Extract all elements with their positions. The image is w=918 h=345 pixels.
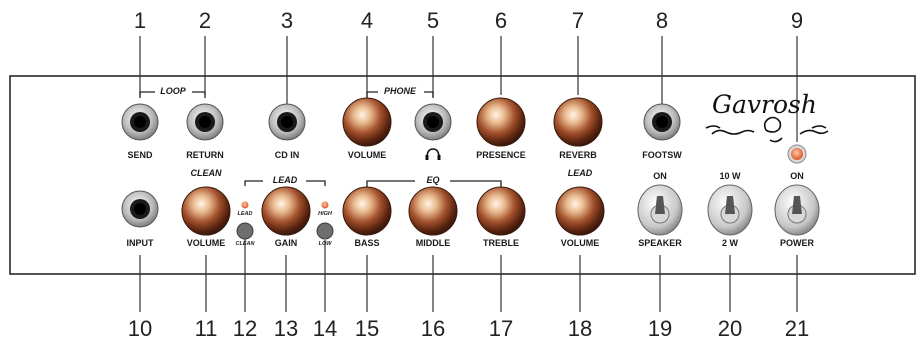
label-input: INPUT	[126, 238, 154, 248]
label-power: POWER	[779, 238, 814, 248]
jack-footsw	[643, 103, 681, 141]
knob-lead-volume	[555, 186, 605, 236]
label-bass: BASS	[354, 238, 380, 248]
knob-middle	[408, 186, 458, 236]
led-lead	[241, 201, 249, 209]
jack-send	[121, 103, 159, 141]
group-lead-label: LEAD	[272, 175, 298, 185]
knob-gain	[261, 186, 311, 236]
label-lead-volume: VOLUME	[560, 238, 600, 248]
jack-return	[186, 103, 224, 141]
callout-15: 15	[354, 316, 380, 341]
headphones-icon	[425, 148, 441, 160]
callout-4: 4	[360, 8, 374, 33]
callout-10: 10	[127, 316, 153, 341]
label-treble: TREBLE	[483, 238, 519, 248]
label-speaker-on: ON	[653, 171, 667, 181]
callout-17: 17	[488, 316, 514, 341]
callout-18: 18	[567, 316, 593, 341]
label-presence: PRESENCE	[476, 150, 526, 160]
group-loop-label: LOOP	[160, 86, 186, 96]
jack-cd-in	[268, 103, 306, 141]
mini-label-lead: LEAD	[237, 211, 253, 217]
label-gain: GAIN	[274, 238, 298, 248]
panel-outline	[9, 75, 916, 275]
knob-clean-volume	[181, 186, 231, 236]
group-brackets	[139, 91, 502, 188]
label-reverb: REVERB	[559, 150, 597, 160]
callout-16: 16	[420, 316, 446, 341]
callout-lines-bottom	[139, 233, 798, 312]
callout-5: 5	[426, 8, 440, 33]
mini-label-clean: CLEAN	[235, 241, 255, 247]
group-phone-label: PHONE	[383, 86, 416, 96]
label-power-on: ON	[790, 171, 804, 181]
callout-20: 20	[717, 316, 743, 341]
group-lead-volume-label: LEAD	[567, 168, 593, 178]
button-lead-clean	[236, 222, 254, 240]
callout-11: 11	[194, 316, 218, 341]
callout-14: 14	[312, 316, 338, 341]
toggle-power	[774, 184, 820, 236]
label-volume-phone: VOLUME	[347, 150, 387, 160]
knob-bass	[342, 186, 392, 236]
brand-logo-text: Gavrosh	[712, 90, 817, 119]
label-10w: 10 W	[719, 171, 741, 181]
knob-presence	[476, 97, 526, 147]
callout-8: 8	[655, 8, 669, 33]
knob-reverb	[553, 97, 603, 147]
knob-treble	[476, 186, 526, 236]
label-speaker: SPEAKER	[638, 238, 682, 248]
label-cd-in: CD IN	[274, 150, 300, 160]
label-footsw: FOOTSW	[642, 150, 682, 160]
knob-volume-phone	[342, 97, 392, 147]
led-high	[321, 201, 329, 209]
callout-12: 12	[232, 316, 258, 341]
button-high-low	[316, 222, 334, 240]
toggle-speaker	[637, 184, 683, 236]
callout-19: 19	[647, 316, 673, 341]
logo-flourish	[705, 116, 829, 143]
mini-label-high: HIGH	[318, 211, 332, 217]
callout-7: 7	[571, 8, 585, 33]
power-led	[791, 148, 803, 160]
callout-2: 2	[198, 8, 212, 33]
label-clean-volume: VOLUME	[186, 238, 226, 248]
mini-label-low: LOW	[318, 241, 332, 247]
callout-13: 13	[273, 316, 299, 341]
callout-21: 21	[784, 316, 810, 341]
toggle-watt	[707, 184, 753, 236]
label-send: SEND	[127, 150, 153, 160]
callout-6: 6	[494, 8, 508, 33]
label-2w: 2 W	[721, 238, 738, 248]
callout-9: 9	[790, 8, 804, 33]
callout-1: 1	[133, 8, 147, 33]
group-clean-label: CLEAN	[190, 168, 222, 178]
callout-lines-top	[139, 36, 798, 142]
jack-phone	[414, 103, 452, 141]
group-eq-label: EQ	[426, 175, 440, 185]
jack-input	[121, 190, 159, 228]
callout-3: 3	[280, 8, 294, 33]
label-return: RETURN	[186, 150, 224, 160]
label-middle: MIDDLE	[415, 238, 451, 248]
